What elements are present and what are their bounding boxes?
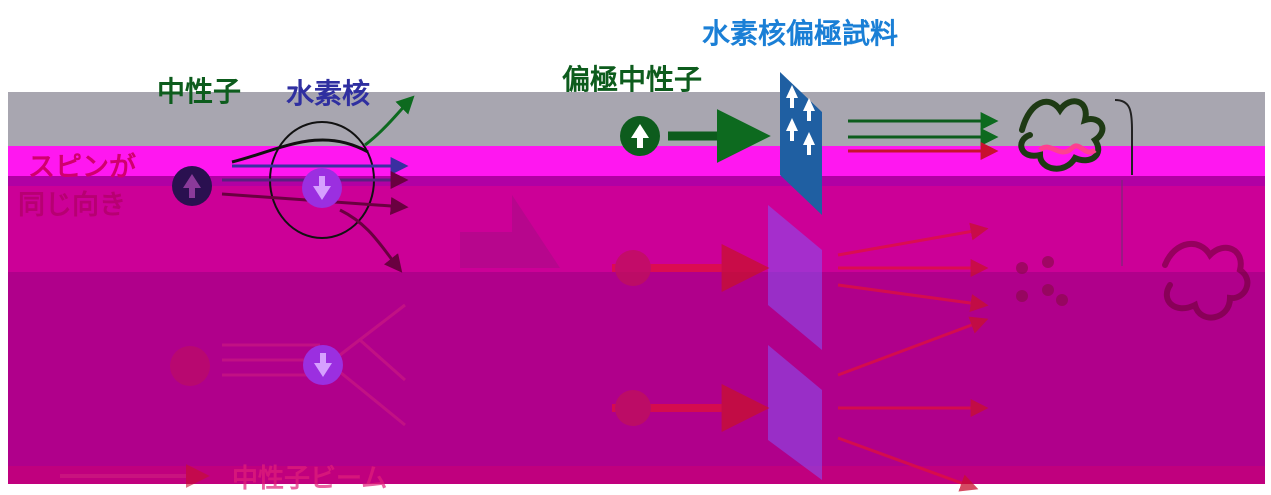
spin-down-icon — [303, 345, 343, 385]
label-polarized-neutron: 偏極中性子 — [562, 63, 703, 96]
spin-up-icon — [620, 116, 660, 156]
red-beam-middle — [612, 222, 989, 377]
faded-shape — [460, 195, 560, 268]
label-neutron: 中性子 — [157, 75, 242, 108]
detector-plate-icon — [768, 205, 822, 350]
label-neutron-beam: 中性子ビーム — [232, 464, 388, 494]
detector-plate-icon — [768, 345, 822, 480]
spin-down-icon — [302, 168, 342, 208]
scattered-dots — [1016, 256, 1068, 306]
outgoing-beam-upper — [848, 112, 999, 160]
band-magenta-upper — [8, 176, 1265, 186]
scattering-lower-faded — [170, 303, 406, 427]
protein-molecule-icon — [1018, 98, 1133, 175]
label-hydrogen-nucleus: 水素核 — [286, 77, 371, 110]
protein-molecule-icon — [1162, 240, 1251, 321]
red-beam-lower — [612, 384, 989, 492]
band-dark-magenta — [8, 272, 1265, 484]
spin-up-icon — [172, 166, 212, 206]
label-same-spin-line2: 同じ向き — [18, 190, 126, 221]
label-polarized-sample: 水素核偏極試料 — [702, 17, 899, 50]
label-same-spin-line1: スピンが — [28, 152, 136, 183]
detector-plate-icon — [780, 72, 822, 215]
